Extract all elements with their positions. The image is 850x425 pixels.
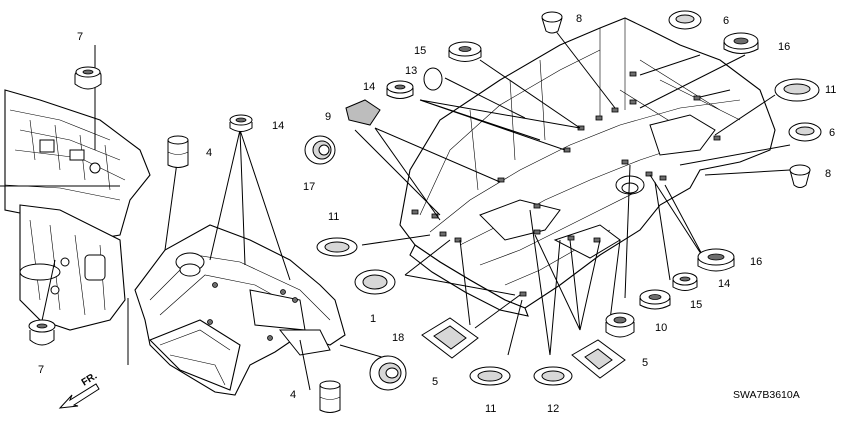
callout-10: 10 <box>655 322 667 334</box>
part-16-right <box>697 248 735 272</box>
diagram-code: SWA7B3610A <box>733 389 800 401</box>
part-11-bottom <box>469 366 511 386</box>
callout-4-top: 4 <box>206 147 212 159</box>
body-shell <box>399 17 776 317</box>
part-6-top <box>668 10 702 30</box>
part-7-top <box>74 66 102 90</box>
part-11-right <box>774 78 820 102</box>
part-14-top <box>386 80 414 99</box>
part-12 <box>533 366 573 386</box>
callout-7-bottom: 7 <box>38 364 44 376</box>
front-frame <box>134 224 346 396</box>
part-15-right <box>639 289 671 310</box>
part-5-left <box>421 317 479 359</box>
callout-16-top: 16 <box>778 41 790 53</box>
callout-14-top: 14 <box>363 81 375 93</box>
callout-6-right: 6 <box>829 127 835 139</box>
callout-4-bottom: 4 <box>290 389 296 401</box>
callout-14-left: 14 <box>272 120 284 132</box>
callout-11-left: 11 <box>328 211 339 223</box>
part-14-left <box>229 114 253 132</box>
callout-5-left: 5 <box>432 376 438 388</box>
part-8-top <box>541 11 563 34</box>
part-14-right <box>672 272 698 291</box>
callout-9: 9 <box>325 111 331 123</box>
part-13 <box>423 67 443 91</box>
callout-1: 1 <box>370 313 376 325</box>
callout-labels: 7 7 14 4 4 17 11 1 18 5 11 12 5 10 15 14… <box>38 13 836 415</box>
part-15-top <box>448 41 482 62</box>
part-8-right <box>789 164 811 188</box>
callout-8-top: 8 <box>576 13 582 25</box>
leader-lines <box>39 29 791 391</box>
part-9 <box>345 99 381 126</box>
callout-18: 18 <box>392 332 404 344</box>
callout-7-top: 7 <box>77 31 83 43</box>
part-18 <box>369 355 407 391</box>
front-direction-arrow: FR. <box>58 371 100 409</box>
callout-8-right: 8 <box>825 168 831 180</box>
callout-5-right: 5 <box>642 357 648 369</box>
part-17 <box>304 135 336 165</box>
callout-17: 17 <box>303 181 315 193</box>
part-10 <box>605 312 635 338</box>
part-7-bottom <box>28 319 56 346</box>
part-5-right <box>571 339 626 379</box>
callout-15-top: 15 <box>414 45 426 57</box>
part-1 <box>354 269 396 295</box>
callout-11-bottom: 11 <box>485 403 496 415</box>
callout-6-top: 6 <box>723 15 729 27</box>
callout-11-right: 11 <box>825 84 836 96</box>
callout-16-right: 16 <box>750 256 762 268</box>
callout-13: 13 <box>405 65 417 77</box>
part-4-top <box>167 135 189 168</box>
callout-15-right: 15 <box>690 299 702 311</box>
callout-12: 12 <box>547 403 559 415</box>
part-11-left <box>316 237 358 257</box>
part-6-right <box>788 122 822 142</box>
part-4-bottom <box>319 380 341 413</box>
part-16-top <box>723 32 759 54</box>
callout-14-right: 14 <box>718 278 730 290</box>
dashboard-body-section <box>0 89 151 365</box>
